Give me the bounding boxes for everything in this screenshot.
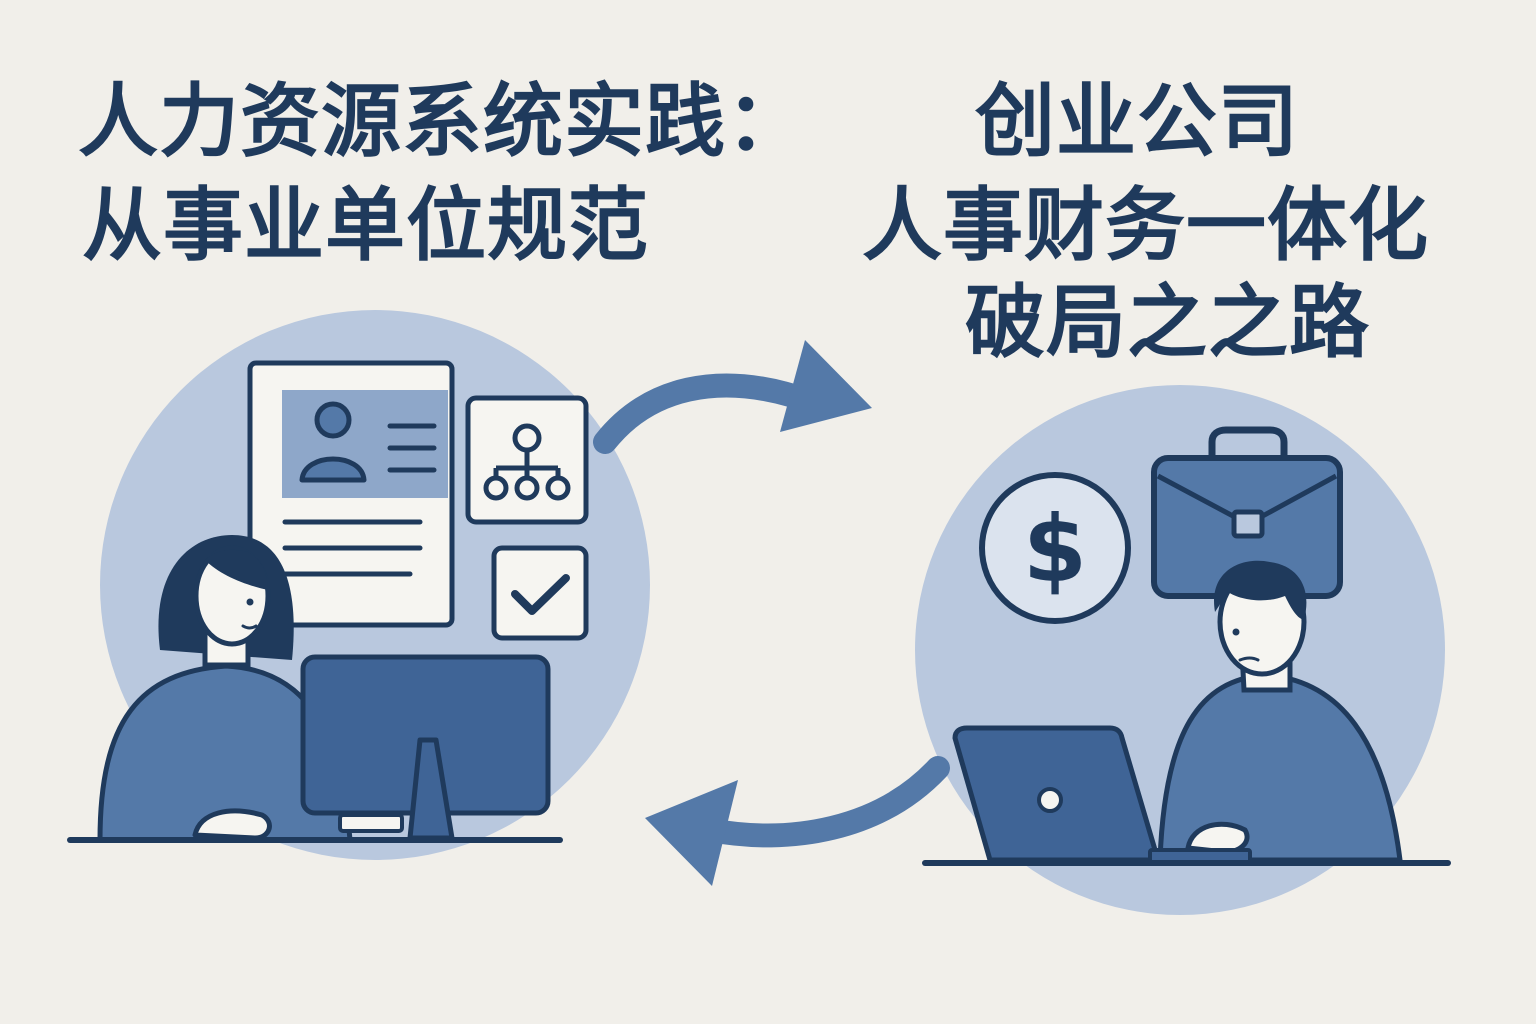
desktop-monitor	[300, 654, 551, 841]
right-title-line-2: 人事财务一体化	[862, 179, 1429, 272]
left-title-line-2: 从事业单位规范	[82, 179, 649, 272]
laptop	[952, 725, 1252, 864]
org-chart-icon	[465, 395, 589, 525]
dollar-icon: $	[979, 472, 1131, 624]
arrow-right-icon	[593, 340, 872, 454]
arrow-left-icon	[645, 756, 950, 886]
dollar-symbol: $	[1023, 496, 1087, 603]
left-title-line-1: 人力资源系统实践：	[78, 75, 807, 168]
right-title-line-1: 创业公司	[975, 75, 1299, 168]
resume-card-icon	[247, 360, 455, 628]
checkmark-icon	[491, 545, 589, 641]
right-title-line-3: 破局之之路	[965, 276, 1370, 369]
man-worker	[1157, 560, 1403, 863]
